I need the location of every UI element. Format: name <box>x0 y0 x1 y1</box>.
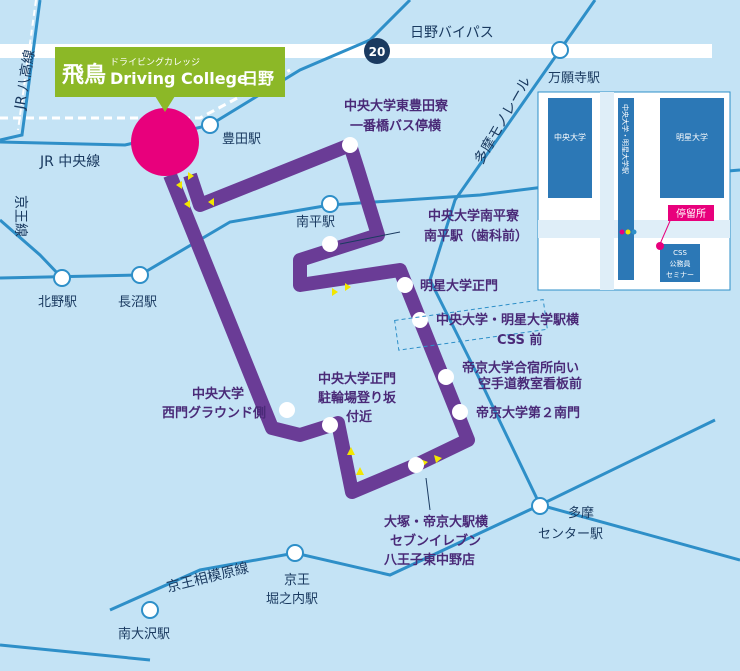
route-20-shield: 20 <box>364 38 390 64</box>
inset-road-v <box>600 92 614 290</box>
label-chuo-meisei-2: CSS 前 <box>497 332 542 348</box>
inset-meisei-block <box>660 98 724 198</box>
label-otsuka-3: 八王子東中野店 <box>383 552 475 568</box>
label-teikyo-gasshuku-1: 帝京大学合宿所向い <box>462 360 579 376</box>
keio-sagamihara-line <box>109 418 716 612</box>
label-teikyo-2nd: 帝京大学第２南門 <box>476 405 580 421</box>
driving-school-marker[interactable] <box>131 108 199 176</box>
stop-meisei-gate[interactable] <box>397 277 413 293</box>
label-chuo-seimon-2: 駐輪場登り坂 <box>318 390 397 406</box>
logo-box <box>55 47 285 97</box>
station-kitano[interactable] <box>53 269 71 287</box>
station-tama-center[interactable] <box>531 497 549 515</box>
inset-signal-yellow <box>625 229 631 235</box>
inset-css-block <box>660 244 700 282</box>
jr-chuo-label: JR 中央線 <box>39 154 100 170</box>
keio-label: 京王線 <box>12 195 28 237</box>
logo-main: 飛鳥 <box>62 62 106 88</box>
logo-callout: 飛鳥 ドライビングカレッジ Driving College 日野 <box>55 47 285 112</box>
label-higashi-toyoda-2: 一番橋バス停横 <box>350 118 442 134</box>
station-manganji[interactable] <box>551 41 569 59</box>
logo-sub: ドライビングカレッジ <box>110 56 200 68</box>
label-manganji: 万願寺駅 <box>548 71 600 86</box>
label-toyoda: 豊田駅 <box>222 132 261 147</box>
inset-stop-badge <box>668 205 714 221</box>
stop-higashi-toyoda[interactable] <box>342 137 358 153</box>
station-minami-osawa[interactable] <box>141 601 159 619</box>
stop-chuo-nishimon[interactable] <box>279 402 295 418</box>
south-line <box>0 643 151 662</box>
route-number: 20 <box>369 45 386 59</box>
inset-css-3: セミナー <box>666 271 694 279</box>
leader-lines <box>339 231 431 511</box>
label-chuo-meisei-1: 中央大学・明星大学駅横 <box>436 312 580 328</box>
label-horinouchi-1: 京王 <box>284 573 310 588</box>
east-line <box>539 503 740 562</box>
inset-chuo-label: 中央大学 <box>554 132 586 142</box>
css-dashed-box <box>394 299 548 351</box>
label-otsuka-1: 大塚・帝京大駅横 <box>384 514 489 530</box>
inset-css-1: CSS <box>673 249 687 257</box>
jr-hachiko-dashed <box>17 0 37 131</box>
inset-signal-red <box>619 229 625 235</box>
keio-line <box>0 218 64 280</box>
bypass-label: 日野バイパス <box>410 25 494 41</box>
label-horinouchi-2: 堀之内駅 <box>266 591 318 607</box>
station-naganuma[interactable] <box>131 266 149 284</box>
label-chuo-nishimon-2: 西門グラウンド側 <box>162 405 266 421</box>
stop-minamidaira-dorm[interactable] <box>322 236 338 252</box>
station-toyoda[interactable] <box>201 116 219 134</box>
label-minamidaira: 南平駅 <box>296 214 335 230</box>
inset-chuo-block <box>548 98 592 198</box>
bus-stops <box>279 137 468 473</box>
label-meisei-seimon: 明星大学正門 <box>420 278 498 294</box>
label-minamidaira-2: 南平駅（歯科前） <box>424 228 528 244</box>
stop-chuo-seimon[interactable] <box>322 417 338 433</box>
label-naganuma: 長沼駅 <box>118 295 157 310</box>
inset-css-2: 公務員 <box>670 259 691 268</box>
logo-english: Driving College <box>110 69 248 88</box>
stop-otsuka[interactable] <box>408 457 424 473</box>
jr-hachiko-line <box>0 0 42 142</box>
stations <box>53 41 569 619</box>
inset-stop-label: 停留所 <box>676 207 706 220</box>
inset-stop-dot <box>656 242 664 250</box>
label-higashi-toyoda-1: 中央大学東豊田寮 <box>344 98 449 114</box>
logo-place: 日野 <box>242 69 274 88</box>
label-chuo-seimon-3: 付近 <box>346 409 372 425</box>
stop-chuo-meisei[interactable] <box>412 312 428 328</box>
stop-teikyo-gasshuku[interactable] <box>438 369 454 385</box>
inset-signal-blue <box>631 229 637 235</box>
label-otsuka-2: セブンイレブン <box>390 533 481 549</box>
label-minamidaira-1: 中央大学南平寮 <box>428 208 520 224</box>
station-minamidaira[interactable] <box>321 195 339 213</box>
label-teikyo-gasshuku-2: 空手道教室看板前 <box>478 376 582 392</box>
label-chuo-nishimon-1: 中央大学 <box>192 386 244 402</box>
inset-station-label: 中央大学・明星大学駅 <box>621 104 630 174</box>
label-tama-center-2: センター駅 <box>538 527 603 542</box>
inset-meisei-label: 明星大学 <box>676 132 708 142</box>
label-chuo-seimon-1: 中央大学正門 <box>318 371 396 387</box>
station-horinouchi[interactable] <box>286 544 304 562</box>
jr-chuo-line <box>0 0 412 147</box>
bus-route <box>163 138 475 499</box>
inset-map: 中央大学 中央大学・明星大学駅 明星大学 CSS 公務員 セミナー 停留所 <box>537 91 731 291</box>
tama-monorail-line <box>428 0 597 506</box>
stop-teikyo-2nd[interactable] <box>452 404 468 420</box>
label-kitano: 北野駅 <box>38 295 77 310</box>
label-minami-osawa: 南大沢駅 <box>118 626 170 642</box>
label-tama-center-1: 多摩 <box>568 505 594 521</box>
